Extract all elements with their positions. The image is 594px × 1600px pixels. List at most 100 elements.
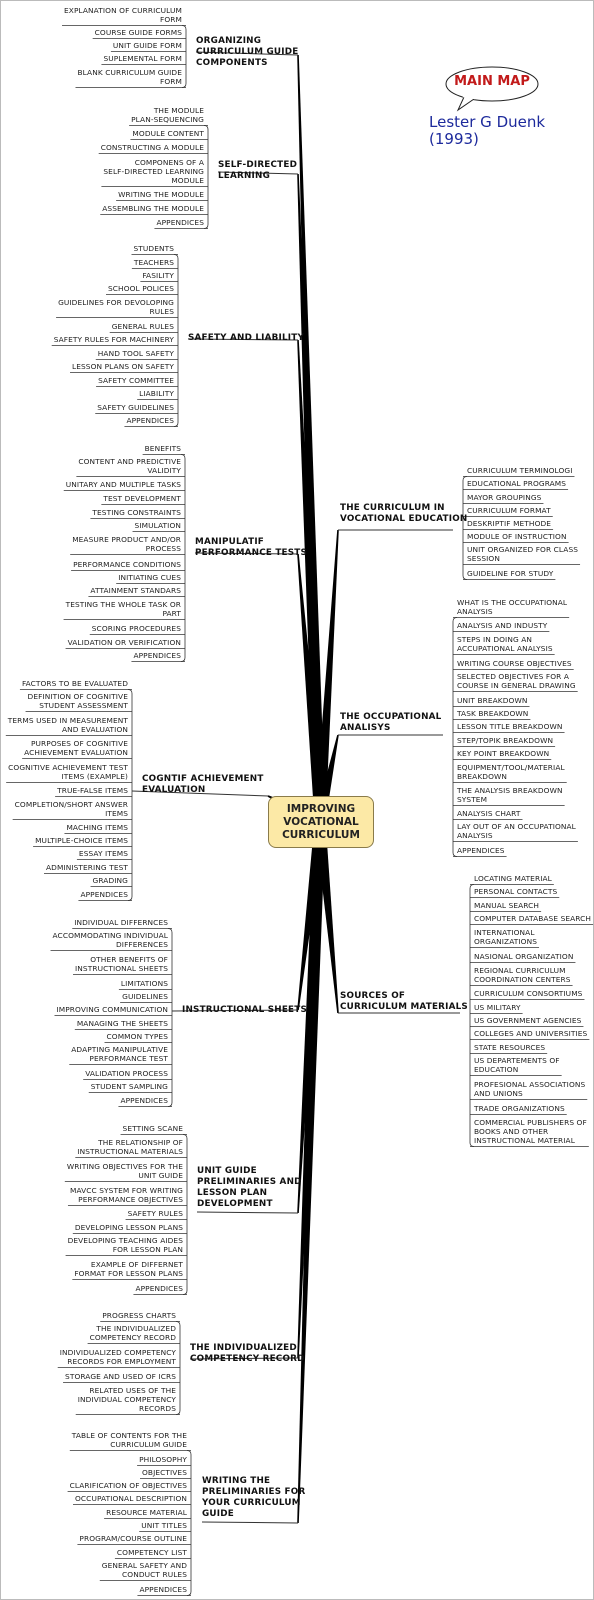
list-item[interactable]: WRITING OBJECTIVES FOR THE UNIT GUIDE	[66, 1162, 183, 1180]
list-item[interactable]: APPENDICES	[135, 1284, 183, 1293]
list-item[interactable]: MANAGING THE SHEETS	[76, 1019, 168, 1028]
list-item[interactable]: BLANK CURRICULUM GUIDE FORM	[77, 68, 182, 86]
branch-cogntif-achievement-evaluation-title[interactable]: COGNTIF ACHIEVEMENT EVALUATION	[142, 774, 264, 795]
list-item[interactable]: US GOVERNMENT AGENCIES	[474, 1016, 582, 1025]
list-item[interactable]: APPENDICES	[139, 1585, 187, 1594]
list-item[interactable]: CLARIFICATION OF OBJECTIVES	[69, 1481, 187, 1490]
list-item[interactable]: GENERAL RULES	[111, 322, 174, 331]
list-item[interactable]: SAFETY RULES FOR MACHINERY	[53, 335, 174, 344]
list-item[interactable]: APPENDICES	[126, 416, 174, 425]
list-item[interactable]: VALIDATION OR VERIFICATION	[67, 638, 181, 647]
list-item[interactable]: INTERNATIONAL ORGANIZATIONS	[474, 928, 538, 946]
list-item[interactable]: SIMULATION	[134, 521, 181, 530]
list-item[interactable]: APPENDICES	[457, 846, 505, 855]
list-item[interactable]: GUIDELINES FOR DEVOLOPING RULES	[58, 298, 174, 316]
list-item[interactable]: LIMITATIONS	[120, 979, 168, 988]
list-item[interactable]: VALIDATION PROCESS	[85, 1069, 168, 1078]
list-item[interactable]: HAND TOOL SAFETY	[97, 349, 174, 358]
list-item[interactable]: DEFINITION OF COGNITIVE STUDENT ASSESSME…	[27, 692, 128, 710]
list-item[interactable]: TESTING CONSTRAINTS	[92, 508, 181, 517]
list-item[interactable]: LOCATING MATERIAL	[474, 874, 552, 883]
list-item[interactable]: PERFORMANCE CONDITIONS	[73, 560, 181, 569]
list-item[interactable]: US MILITARY	[474, 1003, 521, 1012]
branch-manipulatif-performance-tests-title[interactable]: MANIPULATIF PERFORMANCE TESTS	[195, 537, 308, 558]
list-item[interactable]: SETTING SCANE	[122, 1124, 183, 1133]
list-item[interactable]: TEACHERS	[133, 258, 174, 267]
list-item[interactable]: ACCOMMODATING INDIVIDUAL DIFFERENCES	[52, 931, 168, 949]
list-item[interactable]: LIABILITY	[139, 389, 174, 398]
list-item[interactable]: LESSON TITLE BREAKDOWN	[457, 722, 563, 731]
list-item[interactable]: INDIVIDUALIZED COMPETENCY RECORDS FOR EM…	[59, 1348, 176, 1366]
list-item[interactable]: MAYOR GROUPINGS	[467, 493, 542, 502]
list-item[interactable]: GUIDELINES	[122, 992, 168, 1001]
branch-organizing-curriculum-guide-components-title[interactable]: ORGANIZING CURRICULUM GUIDE COMPONENTS	[196, 36, 299, 68]
list-item[interactable]: UNIT TITLES	[141, 1521, 187, 1530]
list-item[interactable]: CURRICULUM TERMINOLOGI	[467, 466, 573, 475]
list-item[interactable]: ANALYSIS CHART	[457, 809, 521, 818]
list-item[interactable]: OBJECTIVES	[141, 1468, 187, 1477]
list-item[interactable]: STUDENT SAMPLING	[90, 1082, 168, 1091]
list-item[interactable]: WRITING THE MODULE	[118, 190, 204, 199]
list-item[interactable]: ESSAY ITEMS	[78, 849, 128, 858]
list-item[interactable]: MACHING ITEMS	[66, 823, 128, 832]
branch-sources-of-curriculum-materials-title[interactable]: SOURCES OF CURRICULUM MATERIALS	[340, 991, 468, 1012]
list-item[interactable]: STATE RESOURCES	[474, 1043, 546, 1052]
list-item[interactable]: DEVELOPING TEACHING AIDES FOR LESSON PLA…	[67, 1236, 183, 1254]
list-item[interactable]: WHAT IS THE OCCUPATIONAL ANALYSIS	[457, 598, 568, 616]
list-item[interactable]: COGNITIVE ACHIEVEMENT TEST ITEMS (EXAMPL…	[8, 763, 128, 781]
branch-the-individualized-competency-record-title[interactable]: THE INDIVIDUALIZED COMPETENCY RECORD	[190, 1343, 305, 1364]
list-item[interactable]: MODULE OF INSTRUCTION	[467, 532, 567, 541]
list-item[interactable]: SCHOOL POLICES	[107, 284, 174, 293]
list-item[interactable]: TRADE ORGANIZATIONS	[474, 1104, 565, 1113]
list-item[interactable]: COURSE GUIDE FORMS	[94, 28, 182, 37]
list-item[interactable]: UNIT ORGANIZED FOR CLASS SESSION	[467, 545, 579, 563]
list-item[interactable]: NASIONAL ORGANIZATION	[474, 952, 574, 961]
list-item[interactable]: ANALYSIS AND INDUSTY	[457, 621, 548, 630]
list-item[interactable]: MEASURE PRODUCT AND/OR PROCESS	[72, 535, 181, 553]
list-item[interactable]: LESSON PLANS ON SAFETY	[72, 362, 174, 371]
list-item[interactable]: FACTORS TO BE EVALUATED	[21, 679, 128, 688]
list-item[interactable]: TABLE OF CONTENTS FOR THE CURRICULUM GUI…	[71, 1431, 187, 1449]
list-item[interactable]: EDUCATIONAL PROGRAMS	[467, 479, 567, 488]
list-item[interactable]: TASK BREAKDOWN	[457, 709, 529, 718]
list-item[interactable]: GRADING	[92, 876, 128, 885]
list-item[interactable]: ADMINISTERING TEST	[46, 863, 128, 872]
list-item[interactable]: PURPOSES OF COGNITIVE ACHIEVEMENT EVALUA…	[24, 739, 128, 757]
list-item[interactable]: TESTING THE WHOLE TASK OR PART	[65, 600, 181, 618]
branch-safety-and-liability-title[interactable]: SAFETY AND LIABILITY	[188, 333, 305, 343]
list-item[interactable]: IMPROVING COMMUNICATION	[56, 1005, 168, 1014]
list-item[interactable]: FASILITY	[142, 271, 174, 280]
list-item[interactable]: THE ANALYSIS BREAKDOWN SYSTEM	[457, 786, 563, 804]
list-item[interactable]: OCCUPATIONAL DESCRIPTION	[75, 1494, 187, 1503]
list-item[interactable]: WRITING COURSE OBJECTIVES	[457, 659, 572, 668]
list-item[interactable]: STEP/TOPIK BREAKDOWN	[457, 736, 554, 745]
list-item[interactable]: LAY OUT OF AN OCCUPATIONAL ANALYSIS	[457, 822, 576, 840]
list-item[interactable]: UNIT BREAKDOWN	[457, 696, 528, 705]
list-item[interactable]: PERSONAL CONTACTS	[474, 887, 558, 896]
list-item[interactable]: CONTENT AND PREDICTIVE VALIDITY	[78, 457, 181, 475]
list-item[interactable]: CURRICULUM CONSORTIUMS	[474, 989, 583, 998]
list-item[interactable]: EQUIPMENT/TOOL/MATERIAL BREAKDOWN	[457, 763, 565, 781]
list-item[interactable]: APPENDICES	[80, 890, 128, 899]
list-item[interactable]: SAFETY GUIDELINES	[97, 403, 174, 412]
list-item[interactable]: APPENDICES	[133, 651, 181, 660]
list-item[interactable]: OTHER BENEFITS OF INSTRUCTIONAL SHEETS	[75, 955, 168, 973]
list-item[interactable]: TEST DEVELOPMENT	[103, 494, 181, 503]
list-item[interactable]: COLLEGES AND UNIVERSITIES	[474, 1029, 588, 1038]
branch-the-curriculum-in-vocational-education-title[interactable]: THE CURRICULUM IN VOCATIONAL EDUCATION	[340, 503, 468, 524]
list-item[interactable]: UNIT GUIDE FORM	[112, 41, 182, 50]
list-item[interactable]: KEY POINT BREAKDOWN	[457, 749, 550, 758]
list-item[interactable]: MULTIPLE-CHOICE ITEMS	[35, 836, 128, 845]
branch-the-occupational-analisys-title[interactable]: THE OCCUPATIONAL ANALISYS	[340, 712, 442, 733]
branch-unit-guide-preliminaries-and-lesson-plan-title[interactable]: UNIT GUIDE PRELIMINARIES AND LESSON PLAN…	[197, 1166, 302, 1209]
list-item[interactable]: PROFESIONAL ASSOCIATIONS AND UNIONS	[474, 1080, 586, 1098]
list-item[interactable]: UNITARY AND MULTIPLE TASKS	[65, 480, 181, 489]
list-item[interactable]: GUIDELINE FOR STUDY	[467, 569, 554, 578]
list-item[interactable]: COMPETENCY LIST	[116, 1548, 187, 1557]
list-item[interactable]: ATTAINMENT STANDARS	[90, 586, 181, 595]
list-item[interactable]: REGIONAL CURRICULUM COORDINATION CENTERS	[474, 966, 571, 984]
list-item[interactable]: SCORING PROCEDURES	[91, 624, 181, 633]
list-item[interactable]: INDIVIDUAL DIFFERNCES	[74, 918, 168, 927]
list-item[interactable]: TRUE-FALSE ITEMS	[57, 786, 128, 795]
list-item[interactable]: GENERAL SAFETY AND CONDUCT RULES	[101, 1561, 187, 1579]
